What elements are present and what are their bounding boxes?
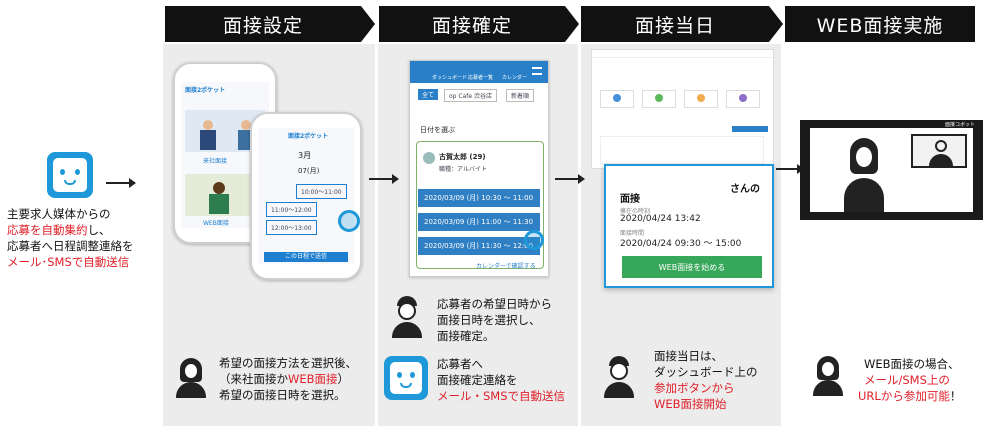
nav-dashboard[interactable]: ダッシュボード	[432, 75, 468, 81]
header-interview-confirm: 面接確定	[379, 6, 579, 42]
popup-time: 2020/04/24 09:30 〜 15:00	[620, 239, 742, 249]
time-slot-1[interactable]: 10:00〜11:00	[296, 184, 347, 199]
robot-mascot-icon	[47, 152, 93, 198]
left-text-line1: 主要求人媒体からの	[7, 207, 111, 221]
female-applicant-icon	[174, 358, 208, 398]
col3-caption-line1: 面接当日は、	[654, 349, 723, 363]
col1-caption-line2: （来社面接かWEB面接）	[219, 372, 350, 386]
applicant-video-icon	[844, 138, 884, 212]
popup-title: 面接	[620, 194, 640, 205]
date-slot-2[interactable]: 2020/03/09 (月) 11:00 〜 11:30	[418, 213, 540, 231]
tab-sort[interactable]: 新着順	[506, 89, 535, 102]
header-interview-day: 面接当日	[581, 6, 783, 42]
arrow-right-icon	[555, 174, 585, 184]
nav-applicants[interactable]: 応募者一覧	[468, 75, 494, 81]
date-label: 07(月)	[298, 167, 320, 175]
menu-icon[interactable]	[532, 67, 542, 75]
start-web-interview-button[interactable]: WEB面接を始める	[622, 256, 762, 278]
arrow-right-icon	[106, 178, 136, 188]
month-label: 3月	[298, 151, 312, 160]
date-slot-3[interactable]: 2020/03/09 (月) 11:30 〜 12:00	[418, 237, 540, 255]
col2-caption-bottom-line3: メール・SMSで自動送信	[437, 389, 566, 403]
col2-caption-top-line2: 面接日時を選択し、	[437, 313, 541, 327]
col3-caption-line4: WEB面接開始	[654, 397, 727, 411]
popup-received-label: 擁在の時刻	[620, 208, 651, 215]
tap-hand-icon	[338, 210, 360, 232]
app-navbar: ダッシュボード 応募者一覧 カレンダー	[410, 61, 548, 83]
time-slot-3[interactable]: 12:00〜13:00	[266, 220, 317, 235]
monitor-brand: 面接コボット	[944, 122, 975, 128]
tap-hand-icon	[524, 230, 544, 250]
tab-store[interactable]: op Cafe 渋谷店	[444, 89, 497, 102]
applicant-job: 職種：アルバイト	[439, 166, 487, 173]
arrow-right-icon	[369, 174, 399, 184]
col4-caption-line1: WEB面接の場合、	[864, 357, 960, 371]
confirm-schedule-button[interactable]: この日程で送信	[264, 252, 348, 262]
interview-popup: さんの 面接 擁在の時刻 2020/04/24 13:42 面接時間 2020/…	[604, 164, 774, 288]
col1-caption-line1: 希望の面接方法を選択後、	[219, 356, 357, 370]
header-interview-setting: 面接設定	[165, 6, 375, 42]
left-text-line2: 応募を自動集約し、	[7, 223, 111, 237]
header-web-interview: WEB面接実施	[785, 6, 975, 42]
col2-caption-top-line3: 面接確定。	[437, 329, 495, 343]
popup-name-suffix: さんの	[730, 184, 760, 195]
arrow-right-icon	[776, 164, 804, 174]
tab-all[interactable]: 全て	[418, 89, 439, 100]
col3-caption-line3: 参加ボタンから	[654, 381, 735, 395]
male-interviewer-icon	[602, 356, 636, 398]
applicant-name: 古賀太郎 (29)	[439, 153, 486, 161]
col2-caption-bottom-line2: 面接確定連絡を	[437, 373, 518, 387]
nav-calendar[interactable]: カレンダー	[502, 75, 528, 81]
option-web[interactable]: WEB面接	[203, 220, 229, 227]
left-text-line4: メール･SMSで自動送信	[7, 255, 130, 269]
dashboard-screenshot	[591, 49, 774, 169]
col2-caption-top-line1: 応募者の希望日時から	[437, 297, 552, 311]
date-slot-1[interactable]: 2020/03/09 (月) 10:30 〜 11:00	[418, 189, 540, 207]
female-applicant-icon	[812, 356, 844, 396]
popup-received-time: 2020/04/24 13:42	[620, 214, 701, 224]
avatar	[423, 152, 435, 164]
popup-time-label: 面接時間	[620, 230, 645, 237]
phone-back-header: 面接2ポケット	[185, 87, 226, 94]
web-interview-monitor: 面接コボット	[800, 120, 983, 220]
col4-caption-line3: URLから参加可能！	[858, 389, 962, 403]
phone-front: 面接2ポケット 3月 07(月) 10:00〜11:00 11:00〜12:00…	[250, 112, 362, 280]
applicant-card: 古賀太郎 (29) 職種：アルバイト	[416, 141, 544, 269]
col1-caption-line3: 希望の面接日時を選択。	[219, 388, 346, 402]
calendar-link[interactable]: カレンダーで確認する	[476, 263, 536, 270]
time-slot-2[interactable]: 11:00〜12:00	[266, 202, 317, 217]
col4-caption-line2: メール/SMS上の	[864, 373, 950, 387]
col3-caption-line2: ダッシュボード上の	[654, 365, 758, 379]
col2-caption-bottom-line1: 応募者へ	[437, 357, 483, 371]
left-text-line3: 応募者へ日程調整連絡を	[7, 239, 134, 253]
option-onsite[interactable]: 来社面接	[203, 158, 228, 165]
phone-front-header: 面接2ポケット	[288, 133, 329, 140]
section-choose-date: 日付を選ぶ	[420, 126, 455, 134]
robot-mascot-icon	[384, 356, 428, 400]
male-interviewer-icon	[390, 296, 424, 338]
self-view-video	[911, 134, 967, 168]
